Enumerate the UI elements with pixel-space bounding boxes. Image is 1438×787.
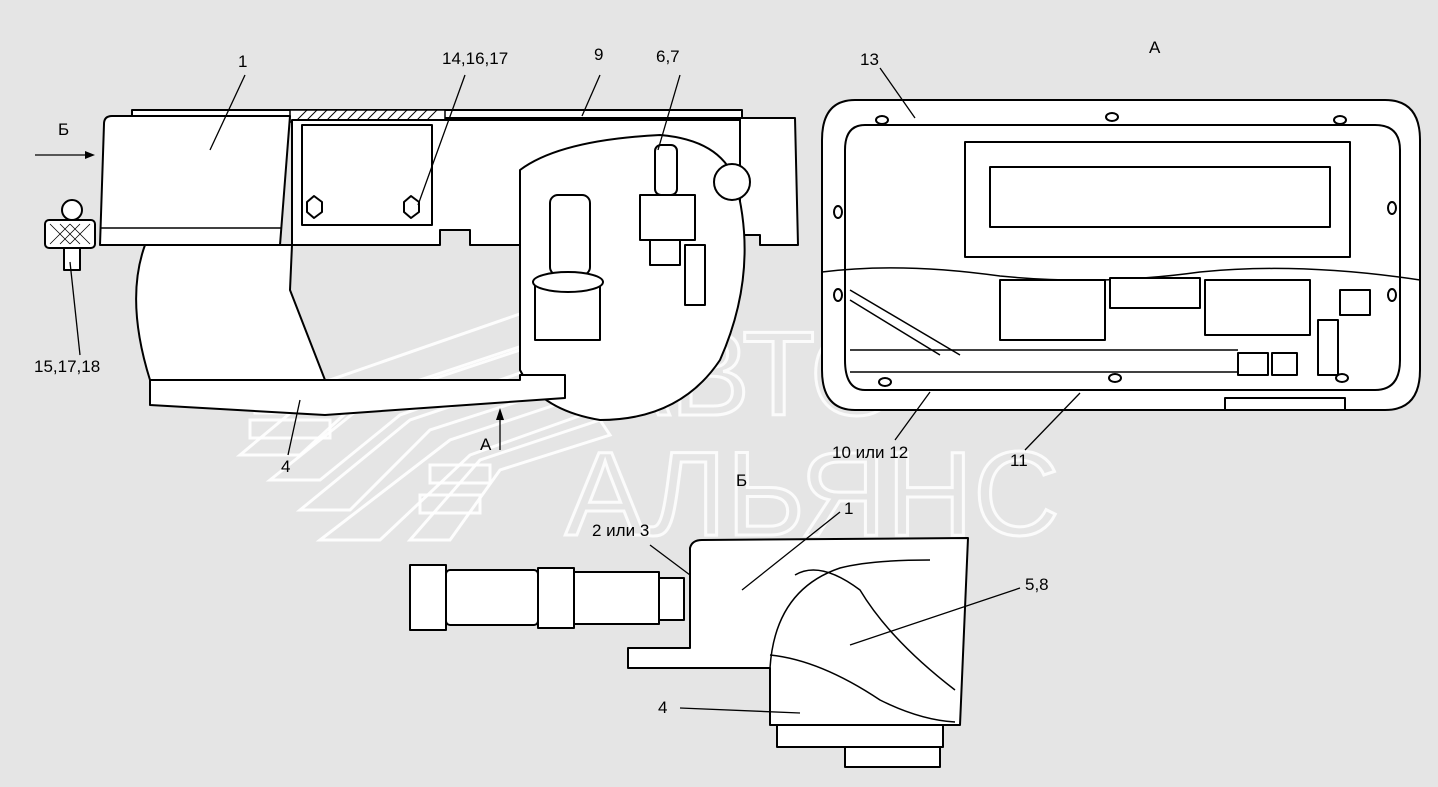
valve-body [549,194,591,276]
view-b-arrow-label: Б [58,120,69,139]
foot-b [844,746,941,768]
fitting-stem [654,144,678,196]
connector-screw [61,199,83,221]
housing-1 [99,115,291,246]
connector-crosshatch [49,223,91,245]
housing-b [627,537,969,726]
tube-1 [445,569,539,626]
display-window [989,166,1331,228]
callout-9: 9 [594,45,603,64]
coupling-1 [1237,352,1269,376]
lower-body [135,244,326,381]
fitting-ring [713,163,751,201]
module-right [1204,279,1311,336]
bolt-left [306,195,323,219]
fitting-body [639,194,696,241]
leader-lines-view-a [879,67,1081,451]
module-middle [1109,277,1201,309]
duct-curve-1 [769,559,931,669]
duct-curve-3 [794,569,956,691]
leader-lines-view-b [649,511,1021,714]
view-a-title: А [1149,38,1161,57]
view-b-title: Б [736,471,747,490]
arrow-a-label: А [480,435,492,454]
callout-1-view-b: 1 [844,499,853,518]
callout-11: 11 [1010,451,1028,470]
tube-3 [658,577,685,621]
callout-4-view-b: 4 [658,698,667,717]
duct-curve-2 [769,654,956,723]
nut-2 [537,567,575,629]
callout-14-16-17: 14,16,17 [442,49,508,68]
callout-6-7: 6,7 [656,47,680,66]
view-b [409,537,969,768]
coupling-2 [1271,352,1298,376]
bolt-right [403,195,420,219]
module-left [999,279,1106,341]
main-side-view [35,109,799,450]
callout-10-or-12: 10 или 12 [832,443,908,462]
callout-13: 13 [860,50,879,69]
break-line [821,267,1421,281]
arrow-b-head [85,151,95,159]
flange-screws [833,112,1397,387]
callout-1: 1 [238,52,247,71]
view-a [821,99,1421,411]
callout-4: 4 [281,457,290,476]
callout-2-or-3: 2 или 3 [592,521,649,540]
pipe-vertical [1317,319,1339,376]
fitting-a [1339,289,1371,316]
callout-15-17-18: 15,17,18 [34,357,100,376]
nut-1 [409,564,447,631]
base-b [776,724,944,748]
bottom-tab [1224,397,1346,411]
valve-cap [532,271,604,293]
leader-lines-main [69,74,681,456]
callout-5-8: 5,8 [1025,575,1049,594]
fitting-lower [649,239,681,266]
rod [684,244,706,306]
tube-2 [573,571,660,625]
connector-pin [63,247,81,271]
bottom-rail [149,374,566,416]
arrow-a-head [496,408,504,420]
